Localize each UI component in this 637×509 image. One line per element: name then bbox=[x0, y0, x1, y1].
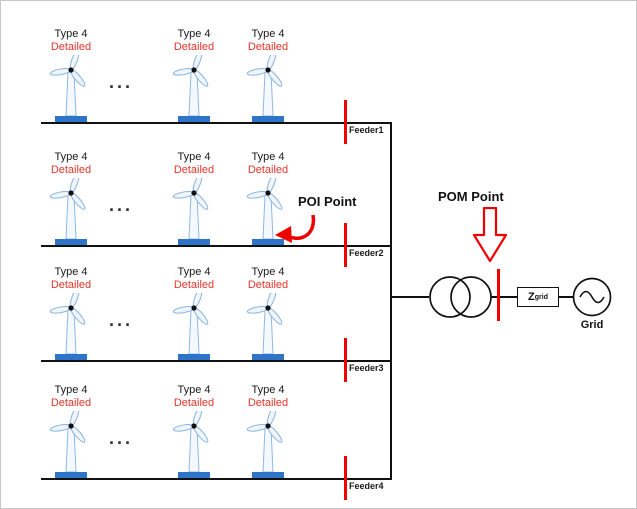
turbine-type-label: Type 4 bbox=[177, 266, 211, 278]
wind-turbine: Type 4 Detailed bbox=[159, 265, 229, 361]
turbine-type-label: Type 4 bbox=[251, 28, 285, 40]
wind-turbine-icon bbox=[172, 293, 211, 361]
turbine-type-label: Type 4 bbox=[177, 151, 211, 163]
wind-turbine-icon bbox=[172, 411, 211, 479]
wind-turbine: Type 4 Detailed bbox=[36, 150, 106, 246]
pom-arrow-icon bbox=[473, 207, 507, 263]
wind-turbine: Type 4 Detailed bbox=[233, 150, 303, 246]
turbine-detail-label: Detailed bbox=[173, 279, 215, 291]
turbine-detail-label: Detailed bbox=[173, 397, 215, 409]
feeder-label: Feeder2 bbox=[349, 248, 384, 258]
wind-turbine: Type 4 Detailed bbox=[233, 27, 303, 123]
pom-point-label: POM Point bbox=[438, 189, 504, 204]
collector-bus-line bbox=[390, 122, 392, 480]
turbine-detail-label: Detailed bbox=[247, 279, 289, 291]
wind-turbine: Type 4 Detailed bbox=[159, 27, 229, 123]
impedance-subscript: grid bbox=[534, 293, 548, 301]
wind-turbine: Type 4 Detailed bbox=[159, 150, 229, 246]
grid-label: Grid bbox=[580, 319, 604, 331]
turbine-detail-label: Detailed bbox=[247, 164, 289, 176]
ellipsis: ... bbox=[108, 195, 133, 215]
grid-source-icon bbox=[572, 277, 612, 317]
wind-turbine-icon bbox=[172, 178, 211, 246]
ellipsis: ... bbox=[108, 72, 133, 92]
turbine-detail-label: Detailed bbox=[50, 41, 92, 53]
turbine-detail-label: Detailed bbox=[173, 41, 215, 53]
wind-turbine-icon bbox=[172, 55, 211, 123]
feeder-line bbox=[41, 122, 391, 124]
main-line-segment bbox=[559, 296, 573, 298]
pom-tick bbox=[497, 269, 500, 321]
poi-arrow-icon bbox=[275, 214, 316, 243]
turbine-type-label: Type 4 bbox=[54, 384, 88, 396]
turbine-type-label: Type 4 bbox=[251, 266, 285, 278]
impedance-symbol: Z bbox=[528, 291, 535, 303]
feeder-label: Feeder4 bbox=[349, 481, 384, 491]
turbine-type-label: Type 4 bbox=[54, 266, 88, 278]
turbine-detail-label: Detailed bbox=[247, 397, 289, 409]
wind-turbine: Type 4 Detailed bbox=[36, 27, 106, 123]
wind-turbine-icon bbox=[246, 293, 285, 361]
main-line-segment bbox=[391, 296, 429, 298]
wind-turbine-icon bbox=[49, 178, 88, 246]
ellipsis: ... bbox=[108, 428, 133, 448]
wind-turbine: Type 4 Detailed bbox=[233, 265, 303, 361]
wind-turbine-icon bbox=[49, 411, 88, 479]
feeder-line bbox=[41, 478, 391, 480]
wind-turbine: Type 4 Detailed bbox=[233, 383, 303, 479]
turbine-type-label: Type 4 bbox=[177, 28, 211, 40]
turbine-type-label: Type 4 bbox=[177, 384, 211, 396]
feeder-label: Feeder3 bbox=[349, 363, 384, 373]
wind-turbine-icon bbox=[49, 55, 88, 123]
turbine-type-label: Type 4 bbox=[251, 384, 285, 396]
transformer-icon bbox=[429, 276, 492, 318]
turbine-detail-label: Detailed bbox=[50, 279, 92, 291]
feeder-tick bbox=[344, 223, 347, 267]
turbine-detail-label: Detailed bbox=[247, 41, 289, 53]
feeder-tick bbox=[344, 100, 347, 144]
turbine-type-label: Type 4 bbox=[54, 151, 88, 163]
main-line-segment bbox=[491, 296, 517, 298]
ellipsis: ... bbox=[108, 310, 133, 330]
wind-turbine-icon bbox=[246, 411, 285, 479]
feeder-tick bbox=[344, 338, 347, 382]
turbine-type-label: Type 4 bbox=[54, 28, 88, 40]
poi-point-label: POI Point bbox=[298, 194, 357, 209]
feeder-line bbox=[41, 360, 391, 362]
feeder-tick bbox=[344, 456, 347, 500]
wind-turbine-icon bbox=[246, 55, 285, 123]
feeder-label: Feeder1 bbox=[349, 125, 384, 135]
turbine-detail-label: Detailed bbox=[173, 164, 215, 176]
wind-turbine: Type 4 Detailed bbox=[36, 383, 106, 479]
wind-turbine: Type 4 Detailed bbox=[159, 383, 229, 479]
wind-turbine-icon bbox=[49, 293, 88, 361]
turbine-detail-label: Detailed bbox=[50, 397, 92, 409]
turbine-detail-label: Detailed bbox=[50, 164, 92, 176]
feeder-line bbox=[41, 245, 391, 247]
turbine-type-label: Type 4 bbox=[251, 151, 285, 163]
wind-turbine: Type 4 Detailed bbox=[36, 265, 106, 361]
